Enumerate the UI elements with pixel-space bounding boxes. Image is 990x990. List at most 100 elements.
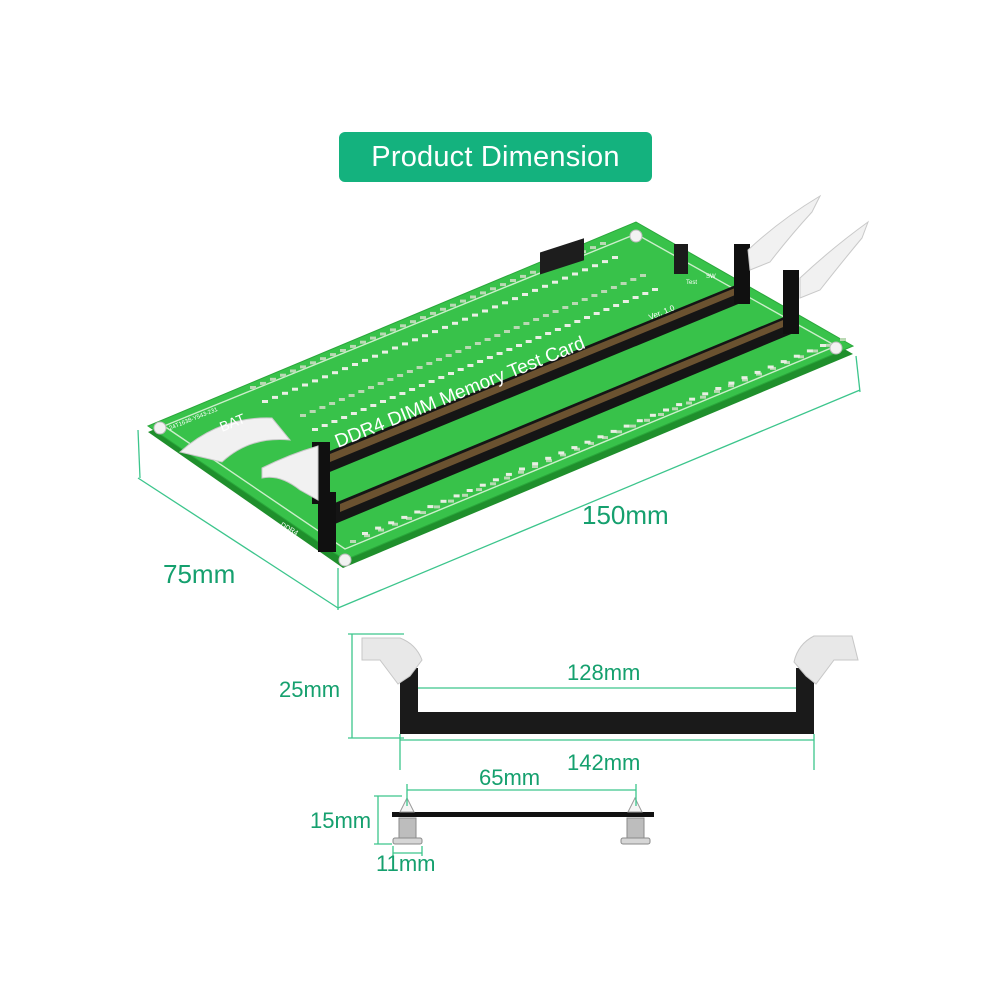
memory-test-card-board: DDR4 DIMM Memory Test Card Ver. 1.0 BAT …: [146, 194, 870, 584]
smd-component: [552, 280, 558, 284]
smd-component: [630, 278, 637, 281]
smd-component: [322, 375, 328, 379]
smd-component: [270, 377, 276, 381]
side-clip-left: [361, 637, 423, 685]
slot-lower-pins: [340, 318, 788, 512]
smd-component: [767, 365, 774, 369]
smd-component: [342, 367, 348, 371]
smd-component: [620, 282, 627, 285]
smd-component: [388, 521, 395, 525]
smd-component: [427, 505, 434, 509]
smd-component: [640, 274, 646, 277]
smd-component: [780, 360, 787, 364]
smd-component: [372, 354, 378, 358]
smd-component: [500, 283, 506, 287]
smd-component: [564, 324, 571, 327]
standoff-right-tip: [627, 796, 643, 813]
smd-component: [506, 348, 513, 351]
smd-component: [584, 440, 591, 444]
component-rows: [250, 242, 846, 543]
smd-component: [402, 342, 408, 346]
smd-component: [331, 420, 338, 423]
smd-component: [545, 332, 552, 335]
width-label: 75mm: [163, 559, 235, 589]
sw-label: SW: [706, 274, 716, 280]
smd-component: [530, 270, 536, 274]
smd-component: [728, 384, 734, 388]
smd-component: [392, 346, 398, 350]
smd-component: [380, 332, 386, 336]
smd-component: [412, 338, 418, 342]
inner-span-label: 128mm: [567, 660, 640, 685]
smd-component: [532, 462, 539, 466]
ddr4-left-label-b: DDR4: [315, 568, 335, 584]
smd-component: [440, 307, 446, 311]
smd-component: [494, 334, 501, 337]
ejector-clip-far-lower: [799, 220, 870, 299]
smd-component: [440, 499, 447, 503]
smd-component: [591, 294, 598, 297]
side-clip-right: [793, 635, 859, 685]
smd-component: [820, 344, 826, 347]
smd-component: [622, 300, 629, 303]
smd-component: [387, 378, 394, 381]
smd-component: [462, 317, 468, 321]
smd-component: [572, 272, 578, 276]
smd-component: [320, 357, 326, 361]
smd-component: [613, 304, 620, 307]
smd-component: [593, 312, 600, 315]
smd-component: [689, 397, 696, 401]
smd-component: [420, 511, 426, 515]
smd-component: [348, 394, 355, 397]
length-dimension-line: [337, 389, 861, 609]
standoff-height-label: 15mm: [310, 808, 371, 833]
slot-lower-near-latch: [318, 492, 336, 552]
side-view-slot: [348, 633, 859, 770]
smd-component: [338, 398, 345, 401]
smd-component: [426, 362, 433, 365]
smd-component: [341, 416, 348, 419]
smd-component: [562, 306, 569, 309]
standoff-left-body: [398, 817, 417, 841]
smd-component: [686, 401, 692, 405]
smd-component: [409, 388, 416, 391]
smd-component: [462, 493, 468, 497]
smd-component: [558, 451, 565, 455]
smd-component: [601, 290, 608, 293]
smd-component: [452, 321, 458, 325]
smd-component: [592, 264, 598, 268]
smd-component: [840, 338, 846, 341]
standoff-right-body: [626, 817, 645, 841]
smd-component: [522, 293, 528, 296]
smd-component: [672, 407, 678, 411]
smd-component: [406, 516, 412, 520]
smd-component: [784, 361, 790, 365]
smd-component: [793, 354, 800, 358]
smd-component: [513, 326, 520, 329]
smd-component: [806, 349, 813, 353]
smd-component: [399, 392, 406, 395]
smd-component: [438, 376, 445, 379]
smd-component: [642, 292, 649, 295]
smd-component: [310, 361, 316, 365]
smd-component: [516, 344, 522, 347]
smd-component: [602, 436, 608, 440]
test-button: [674, 244, 688, 274]
smd-component: [448, 499, 454, 503]
smd-component: [623, 424, 630, 428]
smd-component: [350, 540, 356, 543]
smd-component: [496, 352, 503, 355]
standoff-diameter-label: 11mm: [376, 851, 436, 876]
smd-component: [523, 322, 530, 325]
smd-component: [466, 489, 473, 492]
ejector-clip-far-upper: [747, 194, 822, 271]
smd-component: [562, 276, 568, 280]
smd-component: [482, 309, 488, 313]
smd-component: [492, 478, 499, 482]
smd-component: [560, 453, 566, 457]
standoff-right-base: [620, 837, 651, 845]
smd-component: [262, 400, 268, 403]
smd-component: [480, 291, 486, 295]
length-extension-right: [855, 355, 861, 393]
